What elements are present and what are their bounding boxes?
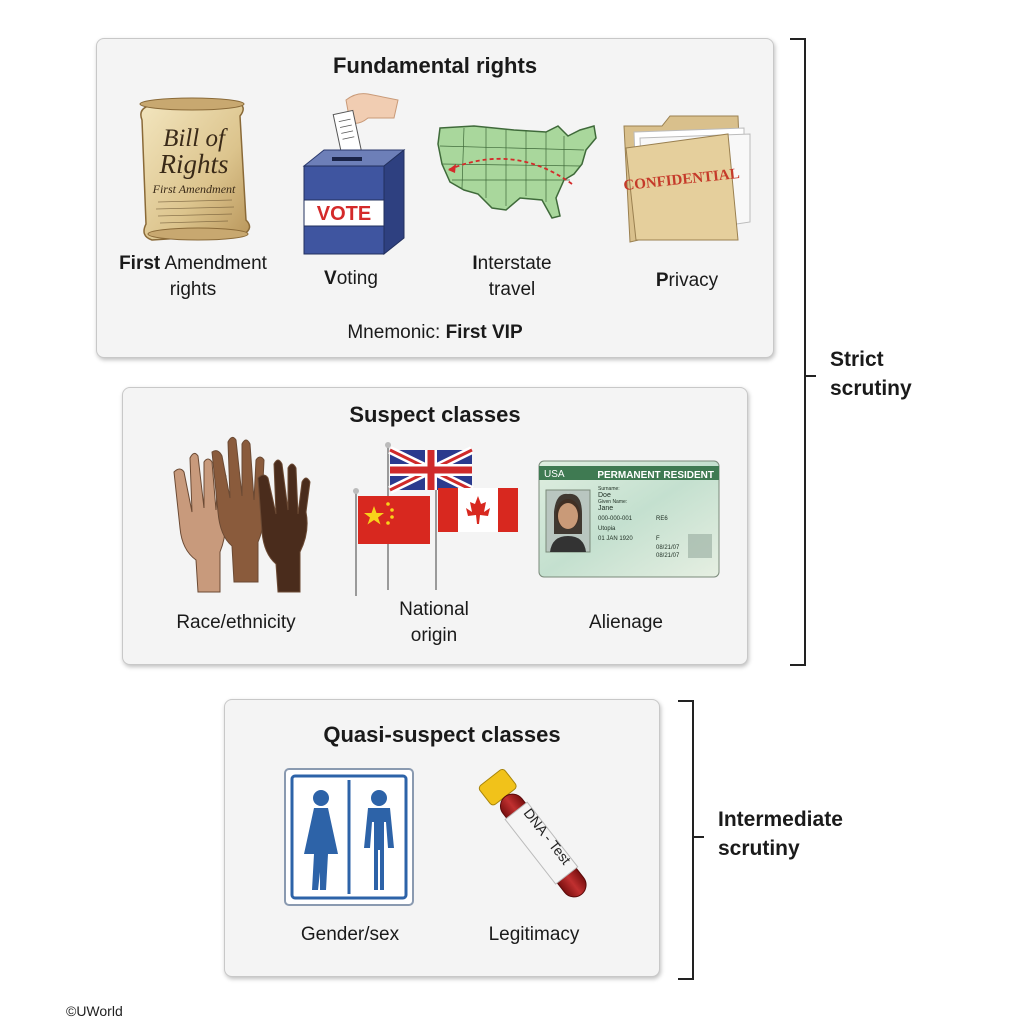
copyright: ©UWorld xyxy=(66,1003,123,1019)
scroll-line1: Bill of xyxy=(163,125,228,152)
hands-icon xyxy=(173,436,311,593)
us-map-icon xyxy=(437,125,597,219)
bracket-tick xyxy=(694,836,704,838)
caption-voting: Voting xyxy=(296,266,406,292)
caption-rest: oting xyxy=(336,268,378,289)
panel-title: Quasi-suspect classes xyxy=(323,722,561,747)
card-surname: Doe xyxy=(598,492,611,499)
mnemonic-value: First VIP xyxy=(445,322,523,343)
restroom-sign-icon xyxy=(284,768,414,906)
caption-line2: rights xyxy=(169,279,217,300)
caption-alienage: Alienage xyxy=(570,610,682,636)
card-given: Jane xyxy=(598,505,613,512)
caption-gender-sex: Gender/sex xyxy=(284,922,416,948)
caption-legitimacy: Legitimacy xyxy=(474,922,594,948)
caption-rest: rivacy xyxy=(668,270,719,291)
card-header: PERMANENT RESIDENT xyxy=(597,470,714,481)
card-country-of-birth: Utopia xyxy=(598,526,616,532)
card-expires: 08/21/07 xyxy=(656,545,680,551)
caption-line1: Alienage xyxy=(589,612,663,633)
caption-bold: I xyxy=(472,253,478,274)
scroll-line3: First Amendment xyxy=(152,182,236,196)
strict-scrutiny-label: Strict scrutiny xyxy=(830,345,912,403)
caption-line2: travel xyxy=(488,279,536,300)
mnemonic: Mnemonic: First VIP xyxy=(280,320,590,346)
dna-tube-icon: DNA - Test xyxy=(478,768,587,898)
scroll-line2: Rights xyxy=(158,149,228,179)
caption-line1: National xyxy=(399,599,469,620)
mnemonic-label: Mnemonic: xyxy=(347,322,446,343)
bracket-label-line1: Intermediate xyxy=(718,808,843,831)
caption-interstate-travel: Interstate travel xyxy=(450,251,574,303)
caption-bold: First xyxy=(119,253,161,274)
caption-race-ethnicity: Race/ethnicity xyxy=(150,610,322,636)
caption-first-amendment: First Amendment rights xyxy=(104,251,282,303)
green-card-icon: USA PERMANENT RESIDENT Surname: Doe Give… xyxy=(538,460,720,578)
scroll-icon: Bill of Rights First Amendment xyxy=(139,97,251,241)
card-given-label: Given Name: xyxy=(598,499,627,505)
intermediate-scrutiny-bracket xyxy=(678,700,694,980)
flags-icon xyxy=(353,442,518,596)
caption-rest: Amendment xyxy=(160,253,267,274)
caption-bold: P xyxy=(655,270,669,291)
caption-line2: origin xyxy=(410,625,458,646)
caption-line1: Gender/sex xyxy=(300,924,400,945)
ballot-box-icon: VOTE xyxy=(302,93,406,256)
bracket-tick xyxy=(806,375,816,377)
caption-line1: Legitimacy xyxy=(488,924,580,945)
card-resident-since: 08/21/07 xyxy=(656,553,680,559)
card-country: USA xyxy=(544,469,565,480)
card-dob: 01 JAN 1920 xyxy=(598,536,633,542)
card-uscis: 000-000-001 xyxy=(598,516,633,522)
folder-icon: CONFIDENTIAL xyxy=(623,115,751,243)
intermediate-scrutiny-label: Intermediate scrutiny xyxy=(718,805,843,863)
card-sex: F xyxy=(656,536,660,542)
bracket-label-line2: scrutiny xyxy=(830,377,912,400)
panel-title: Fundamental rights xyxy=(332,53,538,78)
caption-privacy: Privacy xyxy=(630,268,744,294)
caption-national-origin: National origin xyxy=(376,597,492,649)
panel-title: Suspect classes xyxy=(349,402,521,427)
vote-label: VOTE xyxy=(317,203,371,225)
caption-line1: Race/ethnicity xyxy=(176,612,296,633)
card-category: RE6 xyxy=(656,516,668,522)
caption-rest: nterstate xyxy=(477,253,552,274)
card-surname-label: Surname: xyxy=(598,486,620,492)
bracket-label-line2: scrutiny xyxy=(718,837,800,860)
caption-bold: V xyxy=(324,268,337,289)
bracket-label-line1: Strict xyxy=(830,348,884,371)
strict-scrutiny-bracket xyxy=(790,38,806,666)
